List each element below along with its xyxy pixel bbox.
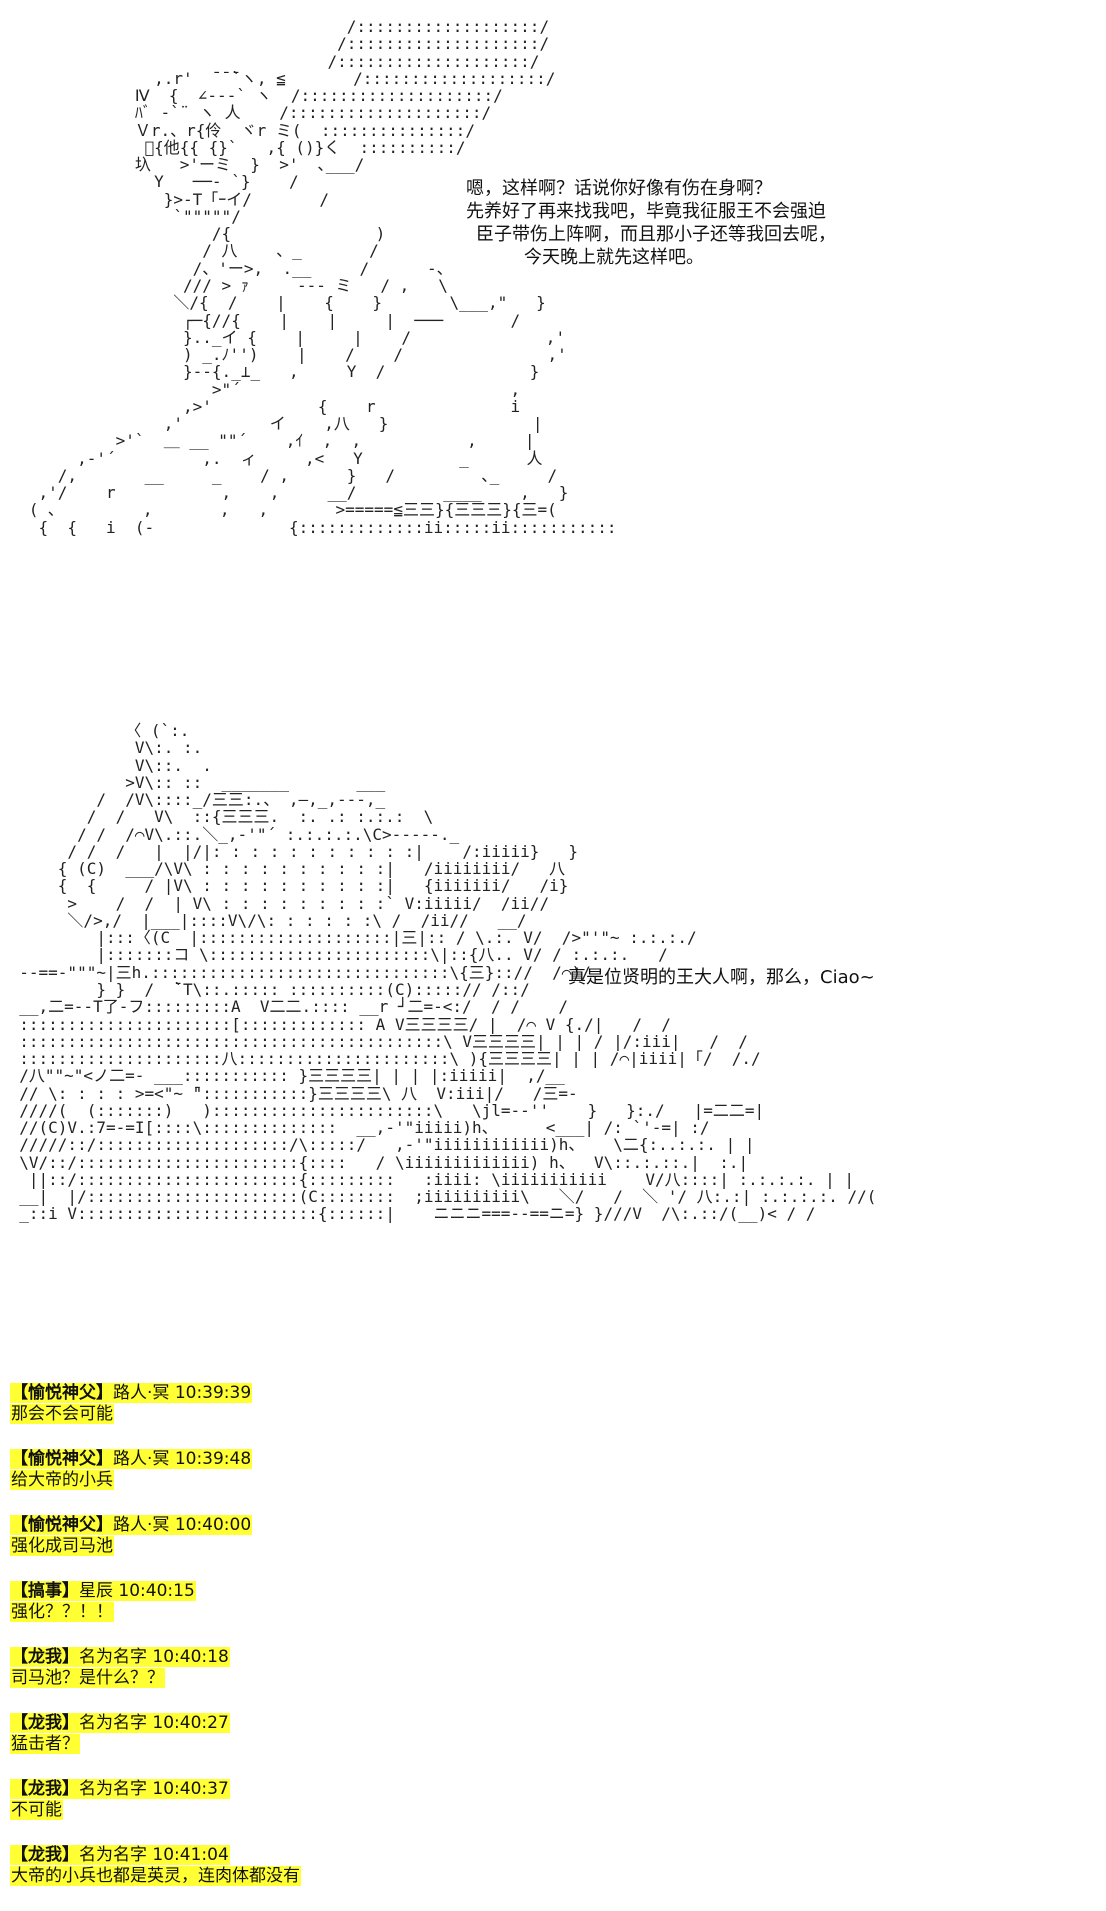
chat-timestamp: 10:39:39 (174, 1383, 252, 1403)
chat-message: 猛击者？ (10, 1734, 80, 1754)
chat-username: 名为名字 (79, 1647, 147, 1667)
chat-username: 名为名字 (79, 1845, 147, 1865)
chat-message: 给大帝的小兵 (10, 1470, 114, 1490)
chat-meta: 【愉悦神父】路人·冥 10:40:00 (10, 1515, 610, 1536)
ascii-art-soldier-army: 〈 (`:. V\:. :. V\::. . >V\:: :: _______ … (19, 722, 877, 1224)
ascii-art-conqueror-king: /:::::::::::::::::::/ /:::::::::::::::::… (28, 18, 620, 537)
chat-message: 大帝的小兵也都是英灵，连肉体都没有 (10, 1866, 301, 1886)
chat-meta: 【龙我】名为名字 10:41:04 (10, 1845, 610, 1866)
chat-timestamp: 10:40:15 (118, 1581, 195, 1601)
chat-timestamp: 10:40:27 (152, 1713, 229, 1733)
chat-meta-highlight: 【愉悦神父】路人·冥 10:39:48 (10, 1449, 253, 1469)
chat-message-line: 给大帝的小兵 (10, 1470, 610, 1491)
chat-meta-highlight: 【愉悦神父】路人·冥 10:39:39 (10, 1383, 253, 1403)
chat-tag: 【搞事】 (11, 1581, 79, 1601)
chat-meta: 【龙我】名为名字 10:40:27 (10, 1713, 610, 1734)
chat-tag: 【龙我】 (11, 1713, 79, 1733)
chat-username: 路人·冥 (113, 1383, 170, 1403)
chat-tag: 【龙我】 (11, 1845, 79, 1865)
chat-message: 司马池？是什么？？ (10, 1668, 165, 1688)
chat-message: 强化？？！！ (10, 1602, 114, 1622)
dialogue-top-line: 今天晚上就先这样吧。 (524, 247, 704, 268)
chat-meta-highlight: 【龙我】名为名字 10:41:04 (10, 1845, 230, 1865)
chat-message-line: 强化成司马池 (10, 1536, 610, 1557)
chat-timestamp: 10:39:48 (174, 1449, 252, 1469)
chat-timestamp: 10:40:18 (152, 1647, 229, 1667)
chat-meta: 【龙我】名为名字 10:40:37 (10, 1779, 610, 1800)
chat-timestamp: 10:41:04 (152, 1845, 229, 1865)
chat-meta: 【愉悦神父】路人·冥 10:39:39 (10, 1383, 610, 1404)
chat-username: 名为名字 (79, 1779, 147, 1799)
chat-tag: 【龙我】 (11, 1647, 79, 1667)
chat-message-line: 大帝的小兵也都是英灵，连肉体都没有 (10, 1866, 610, 1887)
chat-message-line: 不可能 (10, 1800, 610, 1821)
dialogue-bottom: 真是位贤明的王大人啊，那么，Ciao~ (568, 966, 968, 989)
chat-message: 强化成司马池 (10, 1536, 114, 1556)
chat-message: 不可能 (10, 1800, 63, 1820)
chat-username: 名为名字 (79, 1713, 147, 1733)
chat-message-line: 强化？？！！ (10, 1602, 610, 1623)
chat-timestamp: 10:40:00 (174, 1515, 252, 1535)
chat-meta-highlight: 【龙我】名为名字 10:40:18 (10, 1647, 230, 1667)
chat-username: 路人·冥 (113, 1449, 170, 1469)
chat-meta-highlight: 【龙我】名为名字 10:40:27 (10, 1713, 230, 1733)
dialogue-top-line: 臣子带伤上阵啊，而且那小子还等我回去呢， (476, 224, 836, 245)
chat-meta-highlight: 【愉悦神父】路人·冥 10:40:00 (10, 1515, 253, 1535)
chat-meta-highlight: 【龙我】名为名字 10:40:37 (10, 1779, 230, 1799)
chat-timestamp: 10:40:37 (152, 1779, 229, 1799)
chat-meta-highlight: 【搞事】星辰 10:40:15 (10, 1581, 196, 1601)
chat-message: 那会不会可能 (10, 1404, 114, 1424)
chat-message-line: 猛击者？ (10, 1734, 610, 1755)
chat-message-line: 司马池？是什么？？ (10, 1668, 610, 1689)
chat-tag: 【愉悦神父】 (11, 1449, 113, 1469)
dialogue-bottom-line: 真是位贤明的王大人啊，那么，Ciao~ (568, 967, 875, 988)
chat-message-line: 那会不会可能 (10, 1404, 610, 1425)
chat-meta: 【龙我】名为名字 10:40:18 (10, 1647, 610, 1668)
dialogue-top-line: 嗯，这样啊？话说你好像有伤在身啊？ (466, 178, 772, 199)
dialogue-top: 嗯，这样啊？话说你好像有伤在身啊？ 先养好了再来找我吧，毕竟我征服王不会强迫 臣… (466, 177, 886, 269)
chat-tag: 【龙我】 (11, 1779, 79, 1799)
chat-username: 星辰 (79, 1581, 113, 1601)
chat-tag: 【愉悦神父】 (11, 1383, 113, 1403)
chat-meta: 【搞事】星辰 10:40:15 (10, 1581, 610, 1602)
chat-meta: 【愉悦神父】路人·冥 10:39:48 (10, 1449, 610, 1470)
chat-username: 路人·冥 (113, 1515, 170, 1535)
chat-tag: 【愉悦神父】 (11, 1515, 113, 1535)
dialogue-top-line: 先养好了再来找我吧，毕竟我征服王不会强迫 (466, 201, 826, 222)
